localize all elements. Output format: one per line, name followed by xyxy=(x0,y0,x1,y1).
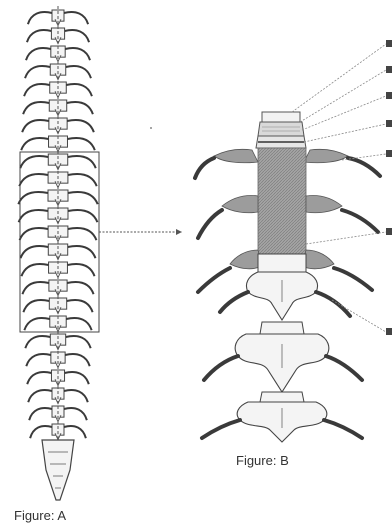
figure-a-caption: Figure: A xyxy=(14,508,66,523)
stray-mark xyxy=(150,127,152,129)
top-vertebra xyxy=(256,112,306,148)
figure-b-caption: Figure: B xyxy=(236,453,289,468)
leader-line-4 xyxy=(304,124,386,142)
leader-line-3 xyxy=(302,96,386,130)
spine-a-vertebra xyxy=(19,172,96,188)
spine-a-vertebra xyxy=(21,262,94,278)
spine-a-vertebra xyxy=(24,82,92,98)
vertebra-lower-3 xyxy=(202,392,362,442)
sacrum-coccyx xyxy=(42,440,74,500)
figure-b-section xyxy=(195,40,392,442)
highlighted-vertebral-body xyxy=(258,148,306,254)
leader-label-stubs xyxy=(386,40,392,335)
vertebra-lower-2 xyxy=(204,322,362,392)
figure-a-spine xyxy=(18,6,182,500)
spine-a-vertebrae xyxy=(18,10,97,440)
leader-line-2 xyxy=(300,70,386,122)
leader-line-6 xyxy=(306,232,386,244)
spine-a-vertebra xyxy=(26,352,89,368)
